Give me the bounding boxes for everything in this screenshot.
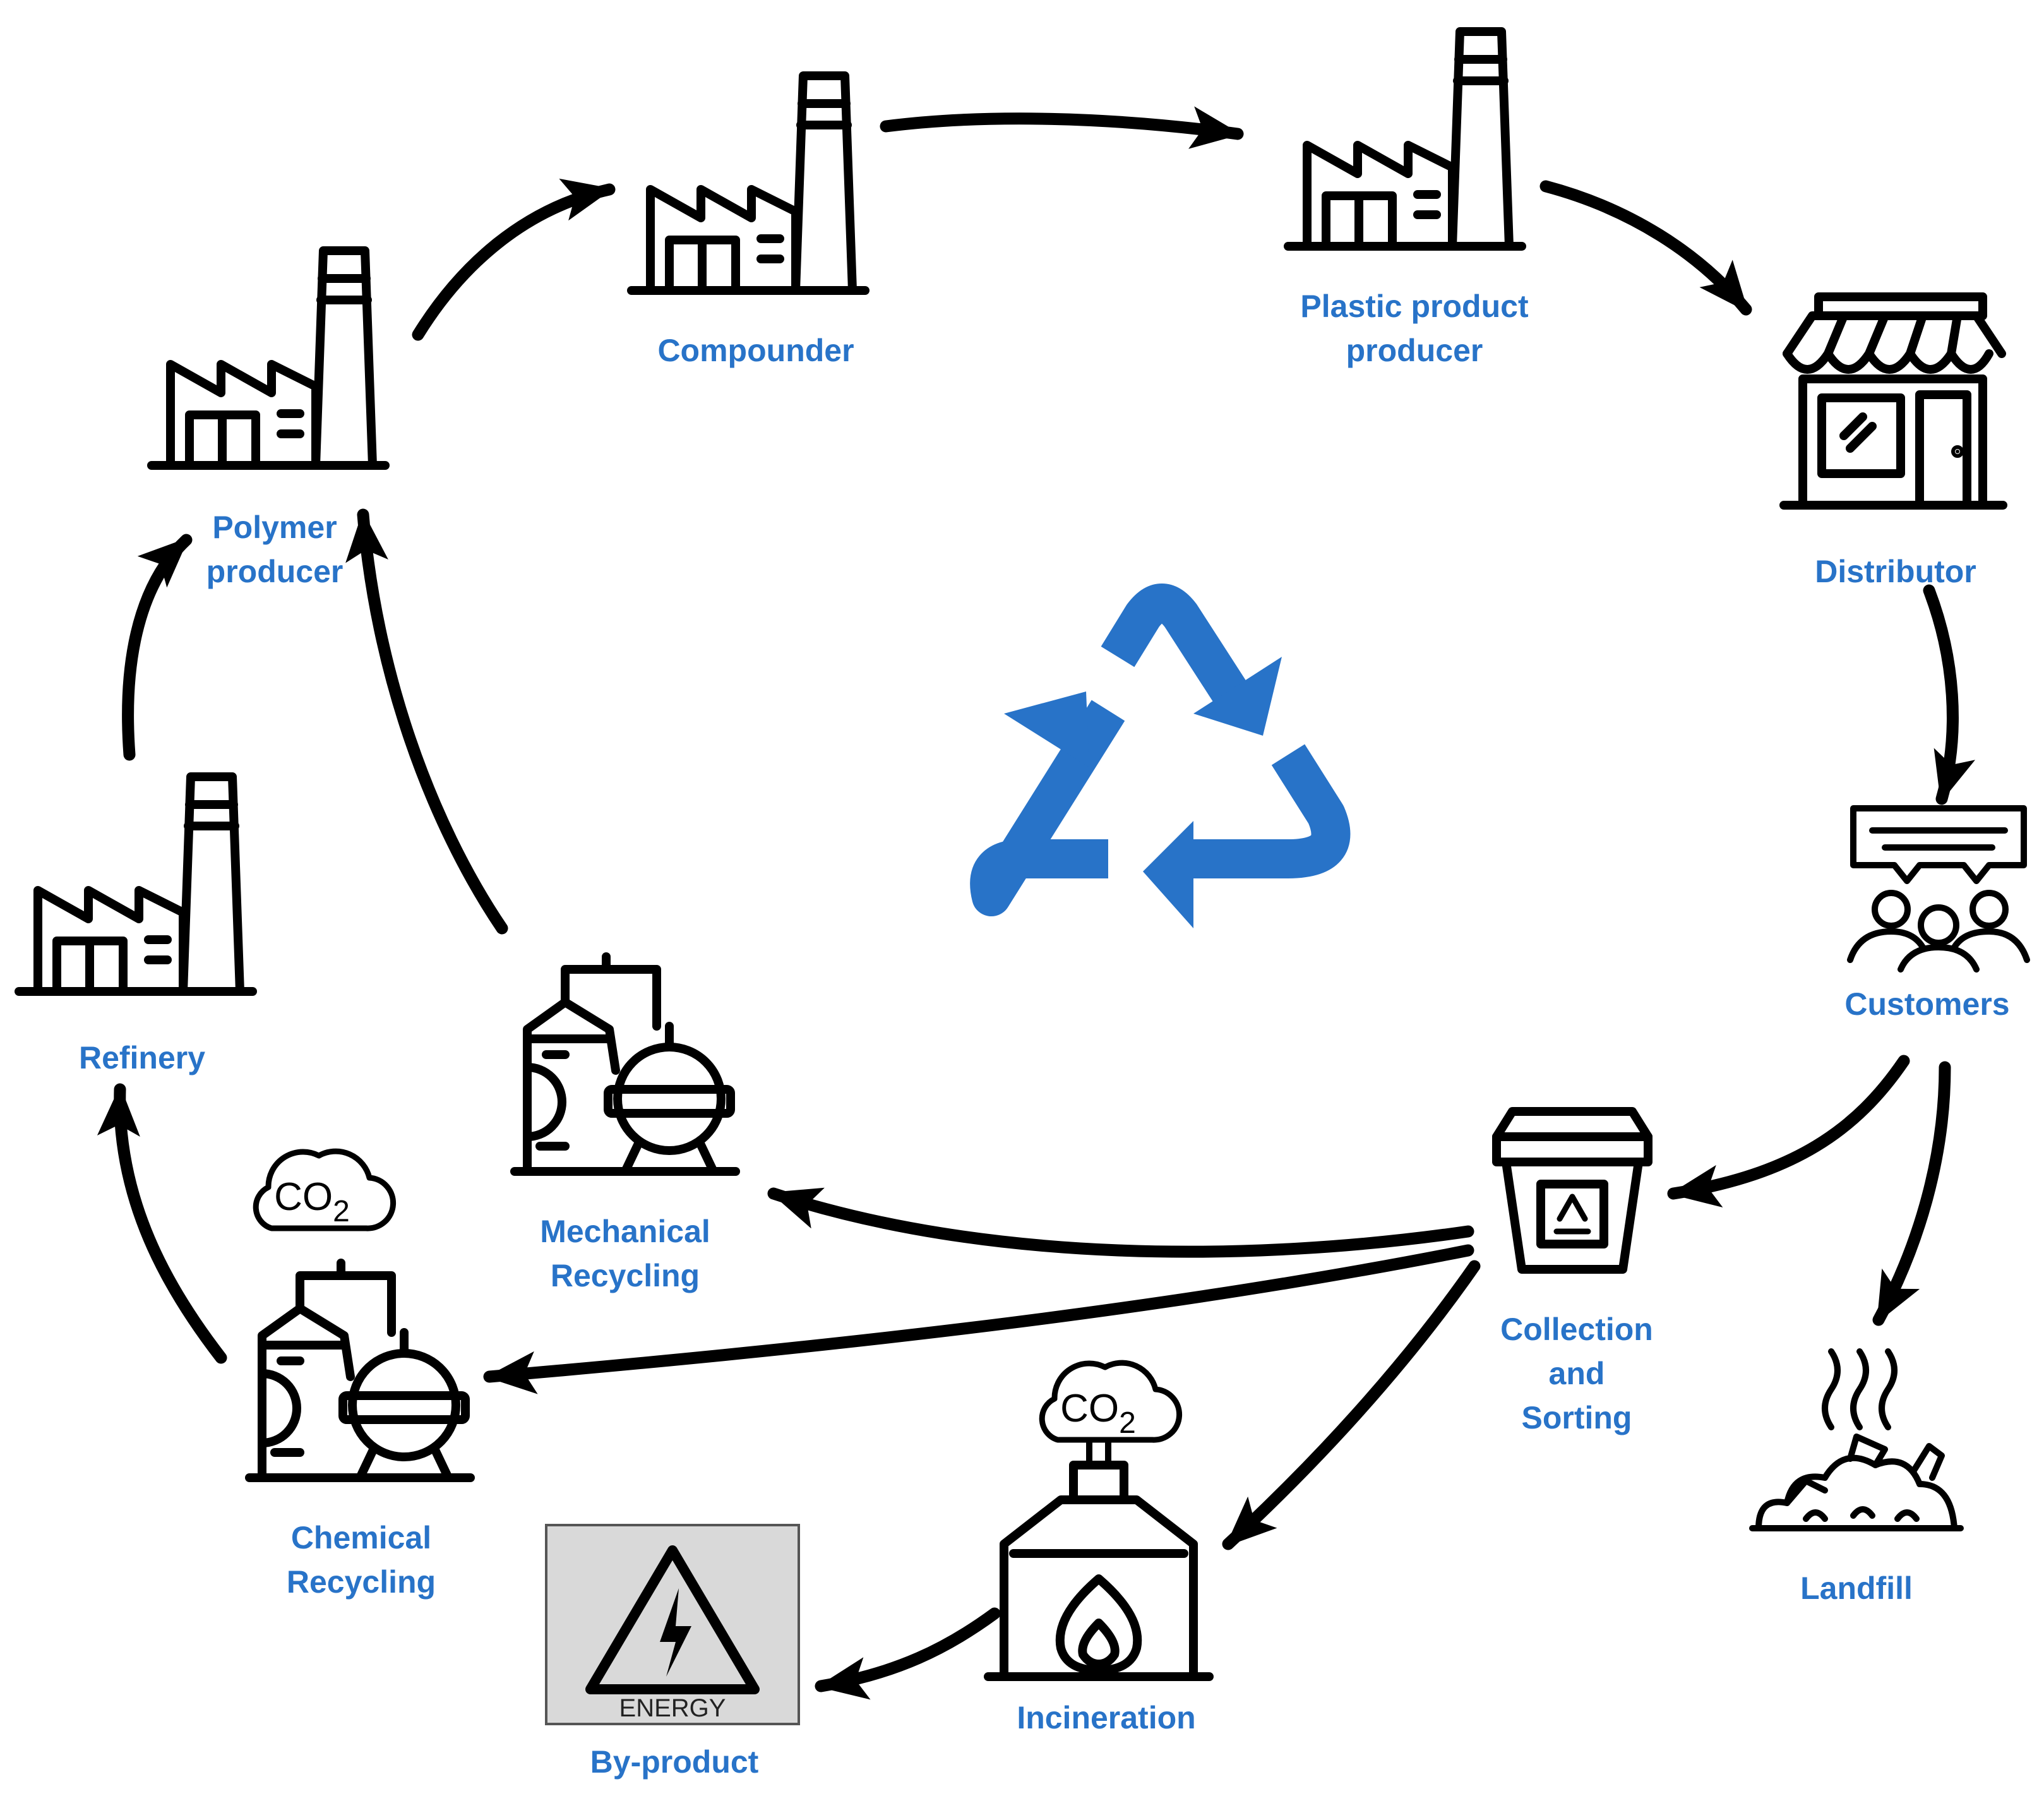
landfill-label: Landfill [1800,1566,1913,1610]
arrow-customers-to-landfill [1872,1061,1951,1326]
arrow-collection-to-mechanical [767,1187,1474,1258]
chemical-recycling-label-line: Recycling [286,1564,436,1600]
compounder-label-line: Compounder [657,333,854,368]
factory-icon [631,76,865,290]
arrow-distributor-to-customers [1923,584,1975,805]
landfill-icon [1749,1348,1964,1531]
recycle-icon [970,584,1351,928]
furnace-icon [984,1440,1214,1681]
incineration-label-line: Incineration [1017,1700,1196,1735]
factory-icon [1288,32,1522,246]
arrow-incineration-to-byproduct [815,1607,1001,1700]
by-product-label: By-product [590,1740,759,1784]
arrow-polymer-producer-to-compounder [412,178,616,341]
refinery-label-line: Refinery [78,1040,206,1075]
storefront-icon [1779,292,2007,510]
compounder-label: Compounder [657,328,854,373]
distributor-label: Distributor [1815,549,1976,594]
factory-icon [19,777,253,991]
plastic-product-producer-label: Plastic product producer [1300,284,1528,373]
polymer-producer-label: Polymer producer [206,505,344,594]
energy-badge-label: ENERGY [619,1694,726,1722]
flow-arrows [97,106,1975,1700]
incineration-label: Incineration [1017,1696,1195,1740]
polymer-producer-label-line: producer [206,554,344,589]
by-product-label-line: By-product [590,1744,759,1780]
co2-cloud-icon: CO2 [256,1151,393,1228]
recycling-bin-icon [1492,1107,1653,1274]
mechanical-recycling-label: Mechanical Recycling [540,1209,710,1298]
co2-emission-label: CO2 [274,1175,350,1228]
factory-icon [152,251,385,465]
reactor-tank-icon [249,1263,470,1478]
reactor-tank-icon [515,957,736,1171]
energy-warning-icon: ENERGY [545,1524,800,1725]
customers-label: Customers [1844,982,2009,1026]
collection-sorting-label-line: Sorting [1521,1400,1632,1435]
arrow-mechanical-to-polymer-producer [345,508,508,935]
customers-label-line: Customers [1844,986,2010,1022]
arrow-compounder-to-plastic-producer [880,106,1244,149]
arrow-refinery-to-polymer-producer [122,534,193,761]
plastic-product-producer-label-line: Plastic product [1300,289,1529,324]
co2-emission-label: CO2 [1060,1387,1136,1440]
co2-cloud-icon: CO2 [1042,1363,1179,1440]
plastic-product-producer-label-line: producer [1346,333,1483,368]
collection-sorting-label-line: and [1548,1356,1605,1391]
mechanical-recycling-label-line: Recycling [550,1258,700,1293]
arrow-customers-to-collection [1667,1055,1910,1208]
collection-sorting-label-line: Collection [1500,1312,1653,1347]
chemical-recycling-label: Chemical Recycling [287,1516,436,1604]
arrow-collection-to-chemical [483,1244,1474,1394]
distributor-label-line: Distributor [1815,554,1976,589]
arrow-plastic-producer-to-distributor [1539,180,1752,316]
arrow-chemical-to-refinery [97,1083,227,1364]
mechanical-recycling-label-line: Mechanical [540,1214,710,1249]
collection-sorting-label: Collection and Sorting [1500,1307,1653,1440]
refinery-label: Refinery [79,1036,205,1080]
polymer-producer-label-line: Polymer [212,510,337,545]
chemical-recycling-label-line: Chemical [290,1520,432,1555]
customers-icon [1847,805,2030,973]
arrow-collection-to-incineration [1222,1260,1481,1550]
landfill-label-line: Landfill [1800,1571,1913,1606]
